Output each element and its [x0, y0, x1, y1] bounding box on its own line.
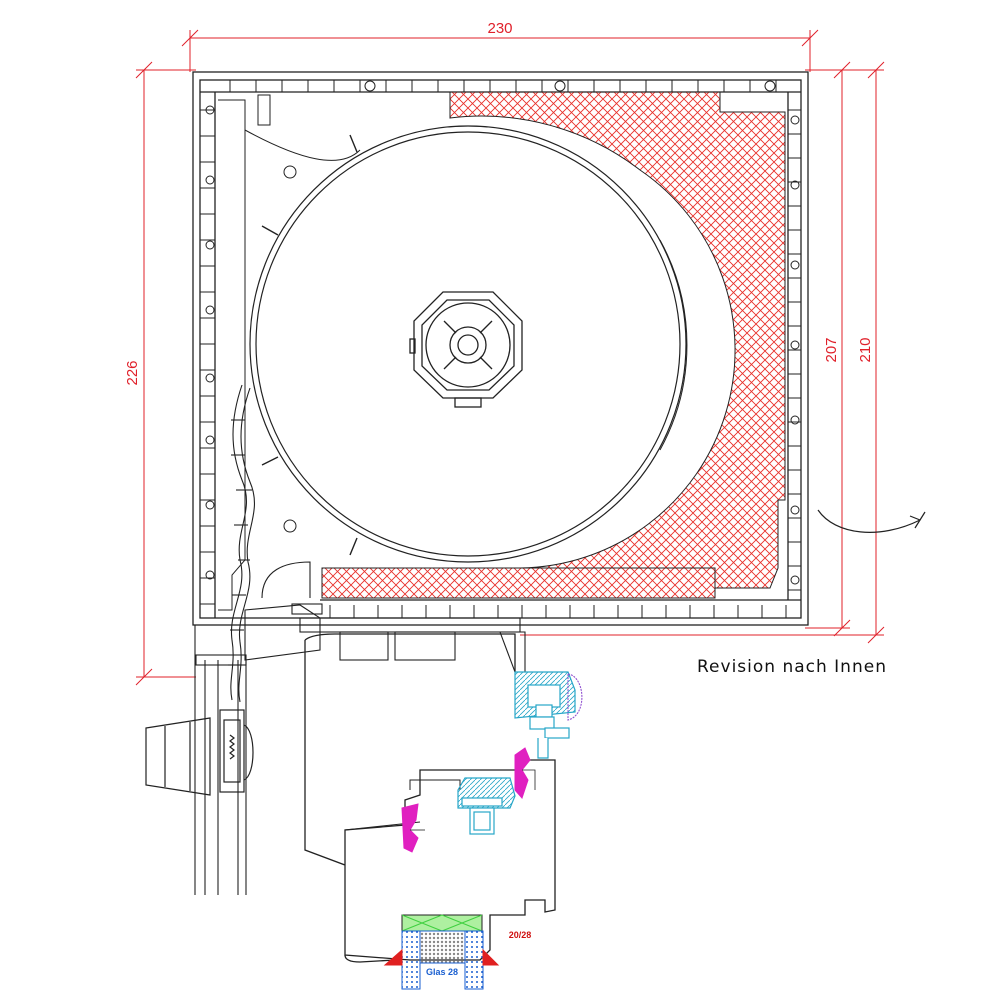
- cyan-hardware-middle: [457, 777, 516, 835]
- roller-ticks: [261, 134, 358, 556]
- guide-inlet: [244, 561, 323, 661]
- revision-note: Revision nach Innen: [697, 657, 887, 677]
- screw-ports: [205, 80, 800, 585]
- left-chambers: [200, 109, 215, 605]
- glass-spacer: [401, 914, 483, 932]
- dimension-height-left-label: 226: [124, 360, 141, 385]
- slat-end-bar: [219, 709, 254, 793]
- rebate-label: 20/28: [509, 930, 532, 940]
- seal-outlines: [410, 769, 536, 831]
- dimension-width-label: 230: [487, 20, 512, 37]
- roller-drum: [249, 125, 688, 563]
- dimension-height-inner-label: 207: [823, 337, 840, 362]
- dimension-left: [135, 61, 196, 686]
- insulation-top-right: [449, 91, 786, 589]
- dimension-height-outer-label: 210: [857, 337, 874, 362]
- seals: [401, 747, 531, 853]
- inner-wall-left: [218, 99, 246, 611]
- inner-guide-curve: [244, 129, 361, 161]
- insulation-bottom: [321, 567, 716, 599]
- glazing-beads-red: [383, 948, 500, 966]
- right-chambers: [788, 109, 801, 591]
- glass-label: Glas 28: [426, 967, 458, 977]
- hole-top: [283, 165, 297, 179]
- bottom-rail: [299, 617, 526, 673]
- purple-cover: [567, 673, 583, 721]
- dimension-top: [181, 29, 819, 72]
- guide-rail: [194, 625, 247, 895]
- handle-stopper: [145, 717, 211, 796]
- cyan-hardware-top: [514, 671, 576, 759]
- axle-octagon: [409, 291, 523, 408]
- glass-unit: [401, 930, 484, 990]
- inner-clip: [257, 94, 271, 126]
- hole-bottom: [283, 519, 297, 533]
- top-chambers: [229, 80, 777, 92]
- revision-arrow: [817, 509, 926, 533]
- bottom-chambers: [329, 605, 787, 618]
- dimension-right-outer: [520, 61, 885, 644]
